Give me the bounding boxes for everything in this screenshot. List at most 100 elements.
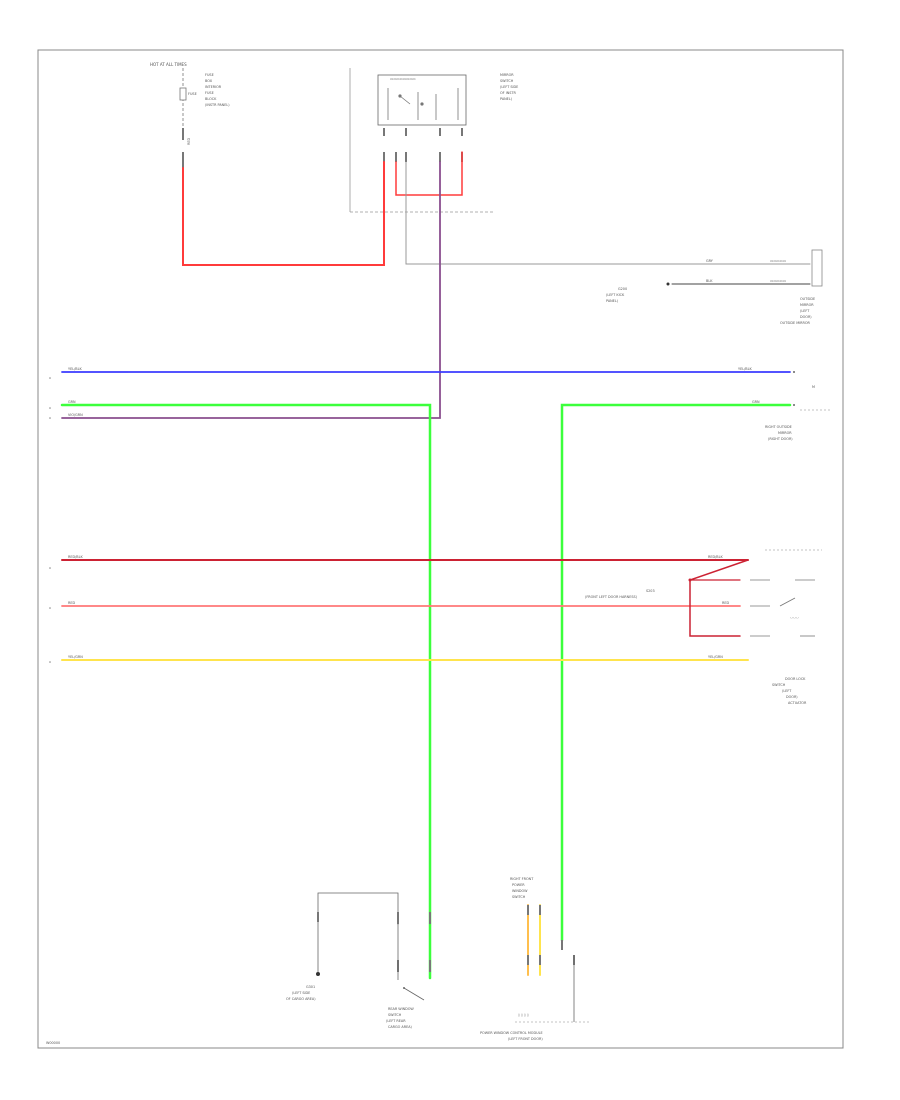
rf-switch-line-3: WINDOW	[512, 889, 528, 893]
door-lock-actuator-icon: ◡◡◡	[790, 615, 799, 619]
fuse-header-text: HOT AT ALL TIMES	[150, 62, 187, 67]
ground-line-1: G200	[618, 287, 627, 291]
fuse-desc-line-3: INTERIOR	[205, 85, 222, 89]
door-lock-switch-block: S203 (FRONT LEFT DOOR HARNESS) ◡◡◡ DOOR …	[585, 549, 822, 705]
switch-pivot-icon	[403, 987, 405, 989]
ground-line-3: PANEL)	[606, 299, 619, 303]
ground-g301-description: G301 (LEFT SIDE OF CARGO AREA)	[286, 985, 316, 1001]
door-switch-contacts-icon	[750, 579, 815, 637]
mirror-switch-line-4: OF INSTR	[500, 91, 516, 95]
rf-switch-header: RIGHT FRONT POWER WINDOW SWITCH	[510, 877, 534, 899]
right-mirror-line-1: RIGHT OUTSIDE	[765, 425, 792, 429]
fuse-feed-block: HOT AT ALL TIMES FUSE BOX INTERIOR FUSE …	[150, 62, 230, 168]
rear-switch-line-3: (LEFT REAR	[386, 1019, 406, 1023]
connector-marker-icon: ▭▭▭▭▭	[770, 259, 786, 263]
connector-marker-icon: ▭▭▭▭▭	[770, 279, 786, 283]
mirror-line-5: OUTSIDE MIRROR	[780, 321, 811, 325]
violet-wire	[61, 161, 441, 419]
g301-line-2: (LEFT SIDE	[292, 991, 310, 995]
mirror-line-3: (LEFT	[800, 309, 810, 313]
rf-switch-line-1: RIGHT FRONT	[510, 877, 534, 881]
terminal-icon	[793, 404, 795, 406]
module-line-1: POWER WINDOW CONTROL MODULE	[480, 1031, 543, 1035]
row-markers	[49, 377, 51, 663]
rear-window-switch-block: G301 (LEFT SIDE OF CARGO AREA) REAR WIND…	[286, 892, 431, 1029]
right-mirror-line-2: MIRROR	[778, 431, 792, 435]
fuse-symbol-icon	[179, 87, 187, 101]
door-lock-line-2: SWITCH	[772, 683, 786, 687]
green-wire-left	[60, 403, 432, 980]
mirror-switch-title-icon: ▭▭▭▭▭▭▭▭	[390, 77, 416, 81]
rear-switch-line-4: CARGO AREA)	[388, 1025, 413, 1029]
outside-mirror-block: GRY BLK ▭▭▭▭▭ ▭▭▭▭▭ G200 (LEFT KICK PANE…	[606, 249, 823, 325]
rf-switch-line-2: POWER	[512, 883, 525, 887]
rear-switch-line-2: SWITCH	[388, 1013, 402, 1017]
red-feed-wire	[182, 161, 385, 266]
rear-switch-connector-icon	[397, 912, 431, 972]
fuse-description: FUSE BOX INTERIOR FUSE BLOCK (INSTR PANE…	[205, 73, 230, 107]
fuse-wire-label: RED	[187, 138, 191, 145]
switch-blade-icon	[403, 987, 425, 1001]
switch-contacts-icon	[387, 88, 459, 120]
ground-point-icon	[666, 282, 670, 286]
mirror-motor-symbol-icon: M	[812, 385, 815, 389]
rear-switch-line-1: REAR WINDOW	[388, 1007, 414, 1011]
rear-switch-description: REAR WINDOW SWITCH (LEFT REAR CARGO AREA…	[386, 1007, 414, 1029]
ground-point-icon	[316, 972, 320, 976]
gray-wire-label: GRY	[706, 259, 714, 263]
row3-left-label: VIO/GRN	[68, 413, 83, 417]
module-pin-labels-icon: ▯ ▯ ▯ ▯	[518, 1013, 529, 1017]
door-lock-description: DOOR LOCK SWITCH (LEFT DOOR) ACTUATOR	[772, 677, 807, 705]
door-lock-line-4: DOOR)	[786, 695, 798, 699]
mirror-switch-body	[377, 74, 467, 126]
row1-left-label: YEL/BLK	[68, 367, 82, 371]
module-connector-icon	[527, 905, 575, 965]
power-window-module-block: RIGHT FRONT POWER WINDOW SWITCH ▯ ▯ ▯ ▯ …	[480, 877, 590, 1041]
fuse-desc-line-1: FUSE	[205, 73, 214, 77]
row6-right-label: YEL/GRN	[708, 655, 723, 659]
fuse-desc-line-6: (INSTR PANEL)	[205, 103, 230, 107]
door-lock-line-5: ACTUATOR	[788, 701, 807, 705]
gray-mirror-wire	[405, 161, 811, 265]
fuse-desc-line-2: BOX	[205, 79, 213, 83]
splice-label: S203	[646, 589, 655, 593]
g301-line-3: OF CARGO AREA)	[286, 997, 316, 1001]
row6-left-label: YEL/GRN	[68, 655, 83, 659]
row4-right-label: RED/BLK	[708, 555, 723, 559]
mirror-motor-icon	[811, 249, 823, 287]
splice-dot-icon	[688, 578, 692, 582]
rf-switch-line-4: SWITCH	[512, 895, 526, 899]
black-wire-label: BLK	[706, 279, 713, 283]
green-wire-right	[560, 403, 792, 942]
row-wire-labels: YEL/BLK YEL/BLK GRN GRN VIO/GRN RED/BLK …	[68, 367, 760, 659]
row5-right-label: RED	[722, 601, 729, 605]
door-lock-line-1: DOOR LOCK	[785, 677, 806, 681]
mirror-line-1: OUTSIDE	[800, 297, 815, 301]
ground-line-2: (LEFT KICK	[606, 293, 625, 297]
mirror-switch-line-2: SWITCH	[500, 79, 514, 83]
footer-code: W00000	[46, 1041, 60, 1045]
row2-right-label: GRN	[752, 400, 760, 404]
row4-left-label: RED/BLK	[68, 555, 83, 559]
mirror-switch-line-3: (LEFT SIDE	[500, 85, 518, 89]
switch-connector-pins-icon	[383, 128, 463, 162]
fuse-desc-line-5: BLOCK	[205, 97, 217, 101]
right-outside-mirror-block: M RIGHT OUTSIDE MIRROR (RIGHT DOOR)	[765, 371, 830, 441]
row2-left-label: GRN	[68, 400, 76, 404]
mirror-switch-line-5: PANEL)	[500, 97, 513, 101]
module-line-2: (LEFT FRONT DOOR)	[508, 1037, 543, 1041]
terminal-icon	[793, 371, 795, 373]
outside-mirror-description: OUTSIDE MIRROR (LEFT DOOR) OUTSIDE MIRRO…	[780, 297, 815, 325]
fuse-desc-line-4: FUSE	[205, 91, 214, 95]
rear-switch-wire	[317, 892, 399, 925]
right-mirror-line-3: (RIGHT DOOR)	[768, 437, 793, 441]
fuse-text: FUSE	[188, 92, 197, 96]
door-lock-line-3: (LEFT	[782, 689, 792, 693]
g301-line-1: G301	[306, 985, 315, 989]
mirror-switch-line-1: MIRROR	[500, 73, 514, 77]
row5-left-label: RED	[68, 601, 75, 605]
red-internal-wire	[395, 151, 463, 196]
diagram-frame	[37, 49, 844, 1049]
row1-right-label: YEL/BLK	[738, 367, 752, 371]
